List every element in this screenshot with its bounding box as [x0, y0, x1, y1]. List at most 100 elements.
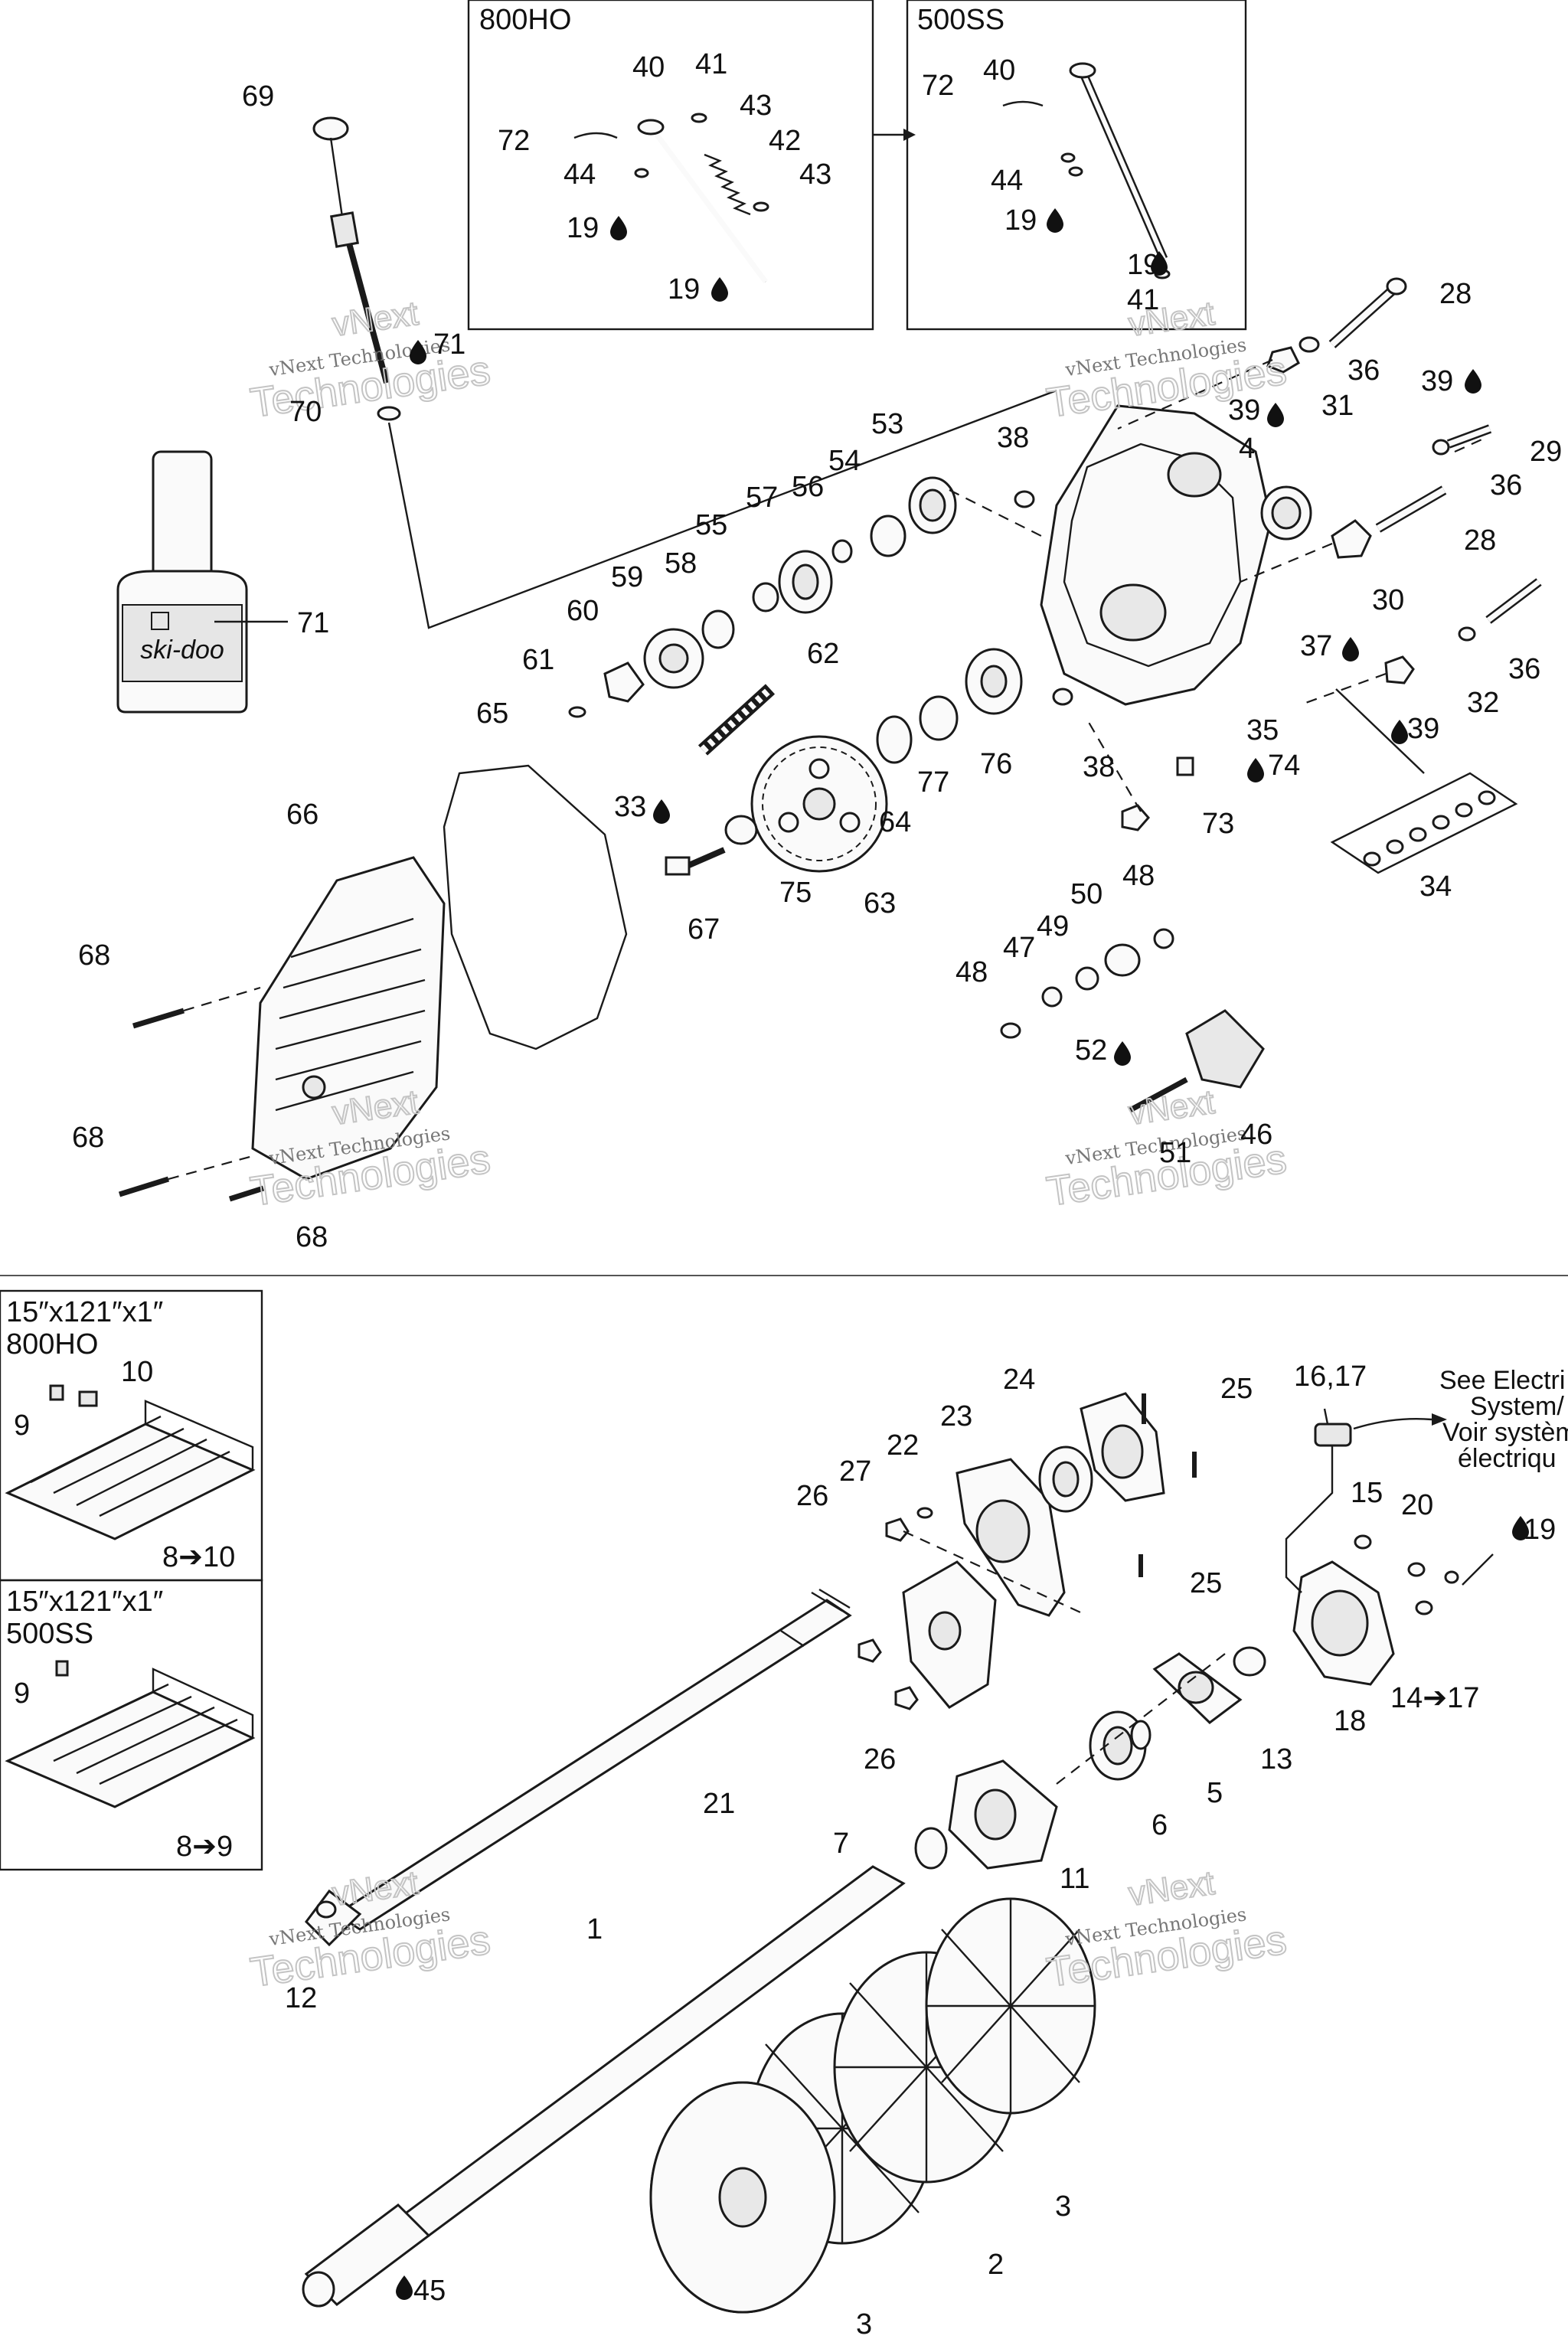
- kit-title-800ho: 800HO: [479, 4, 571, 36]
- spacer-75: [724, 815, 758, 845]
- callout-c40b: 40: [983, 54, 1015, 87]
- callout-c39c: 39: [1407, 713, 1439, 745]
- svg-text:See Electri: See Electri: [1439, 1366, 1565, 1395]
- callout-c55: 55: [695, 509, 727, 541]
- callout-c28b: 28: [1464, 524, 1496, 557]
- callout-c7: 7: [833, 1828, 849, 1860]
- seal-5: [1130, 1720, 1152, 1750]
- callout-c31: 31: [1321, 390, 1354, 422]
- callout-c4: 4: [1239, 433, 1255, 465]
- callout-c71a: 71: [433, 328, 466, 361]
- callout-c1: 1: [586, 1913, 603, 1945]
- callout-c12: 12: [285, 1982, 317, 2014]
- callout-c61: 61: [522, 644, 554, 676]
- callout-c48b: 48: [956, 956, 988, 988]
- callout-c3a: 3: [1055, 2190, 1071, 2223]
- chaincase-block: [902, 1560, 997, 1709]
- track2-model: 500SS: [6, 1618, 93, 1650]
- nut-38c: [1121, 804, 1150, 831]
- callout-c11: 11: [1060, 1863, 1089, 1895]
- callout-c32: 32: [1467, 687, 1499, 719]
- oil-drop-icon: [610, 216, 627, 240]
- callout-c39b: 39: [1421, 365, 1453, 397]
- callout-c36c: 36: [1508, 653, 1540, 685]
- callout-c50: 50: [1070, 878, 1102, 910]
- callout-c43b: 43: [799, 158, 831, 191]
- callout-c54: 54: [828, 445, 861, 477]
- track1-spec: 15″x121″x1″: [6, 1296, 163, 1328]
- oil-drop-icon: [653, 799, 670, 824]
- oil-drop-icon: [1047, 208, 1063, 233]
- circlip-64: [876, 715, 913, 764]
- sprocket-63: [750, 735, 888, 873]
- callout-c28a: 28: [1439, 278, 1472, 310]
- chaincase-housing: [1040, 404, 1272, 706]
- kit-arrow-head: [903, 129, 916, 141]
- callout-c66: 66: [286, 799, 318, 831]
- callout-c15: 15: [1351, 1477, 1383, 1509]
- seal-7: [914, 1827, 948, 1870]
- callout-c13: 13: [1260, 1743, 1292, 1775]
- callout-c26a: 26: [796, 1480, 828, 1512]
- callout-c19d: 19: [1127, 249, 1159, 281]
- callout-c33: 33: [614, 791, 646, 823]
- callout-c19b: 19: [668, 273, 700, 305]
- dipstick-leader: [387, 389, 1057, 629]
- shaft-1: [302, 1865, 906, 2308]
- callout-c72b: 72: [922, 70, 954, 102]
- svg-text:Voir systèm: Voir systèm: [1442, 1418, 1568, 1447]
- callout-c53: 53: [871, 408, 903, 440]
- callout-c36b: 36: [1490, 469, 1522, 501]
- spacer-77: [919, 695, 959, 741]
- callout-c48a: 48: [1122, 860, 1155, 892]
- spring-42: [704, 153, 751, 216]
- callout-c51: 51: [1159, 1137, 1191, 1169]
- callout-c5: 5: [1207, 1777, 1223, 1809]
- oil-drop-icon: [396, 2275, 413, 2300]
- callout-c42: 42: [769, 125, 801, 157]
- cover-66: [251, 856, 446, 1181]
- callout-c72a: 72: [498, 125, 530, 157]
- svg-text:vNext: vNext: [1126, 1864, 1217, 1913]
- callout-c57: 57: [746, 482, 778, 514]
- kit-title-500ss: 500SS: [917, 4, 1004, 36]
- track-box-800ho: 15″x121″x1″ 800HO: [0, 1289, 263, 1582]
- chain-62: [697, 684, 776, 756]
- callout-c3b: 3: [856, 2308, 872, 2341]
- callout-c45: 45: [413, 2275, 446, 2307]
- oil-drop-icon: [410, 340, 426, 364]
- plug-73: [1176, 756, 1194, 776]
- drive-shaft-21: [305, 1588, 852, 1947]
- oil-drop-icon: [1465, 369, 1481, 394]
- callout-c24: 24: [1003, 1364, 1035, 1396]
- countershaft-parts: [568, 476, 957, 718]
- svg-text:vNext: vNext: [1126, 1083, 1217, 1132]
- callout-c36a: 36: [1348, 354, 1380, 387]
- oil-drop-icon: [1114, 1041, 1131, 1066]
- callout-c60: 60: [567, 595, 599, 627]
- callout-c27: 27: [839, 1455, 871, 1488]
- callout-c25b: 25: [1190, 1567, 1222, 1599]
- callout-c63: 63: [864, 887, 896, 920]
- callout-c26b: 26: [864, 1743, 896, 1775]
- callout-c1617: 16,17: [1294, 1361, 1367, 1393]
- nut-38b: [1052, 688, 1073, 706]
- oil-drop-icon: [1267, 403, 1284, 427]
- callout-c56: 56: [792, 471, 824, 503]
- callout-c43a: 43: [740, 90, 772, 122]
- callout-c67: 67: [688, 913, 720, 946]
- dash-leader: [1117, 358, 1273, 430]
- oil-drop-icon: [1342, 637, 1359, 662]
- callout-c75: 75: [779, 877, 812, 909]
- callout-c68b: 68: [72, 1122, 104, 1154]
- track-box-500ss: 15″x121″x1″ 500SS: [0, 1579, 263, 1871]
- callout-c58: 58: [665, 547, 697, 580]
- svg-text:vNext: vNext: [330, 1864, 420, 1913]
- track1-range: 8➔10: [162, 1541, 235, 1573]
- upper-bolts: [1266, 277, 1542, 684]
- callout-c34: 34: [1419, 871, 1452, 903]
- bottle-brand: ski-doo: [140, 635, 224, 665]
- callout-c41a: 41: [695, 48, 727, 80]
